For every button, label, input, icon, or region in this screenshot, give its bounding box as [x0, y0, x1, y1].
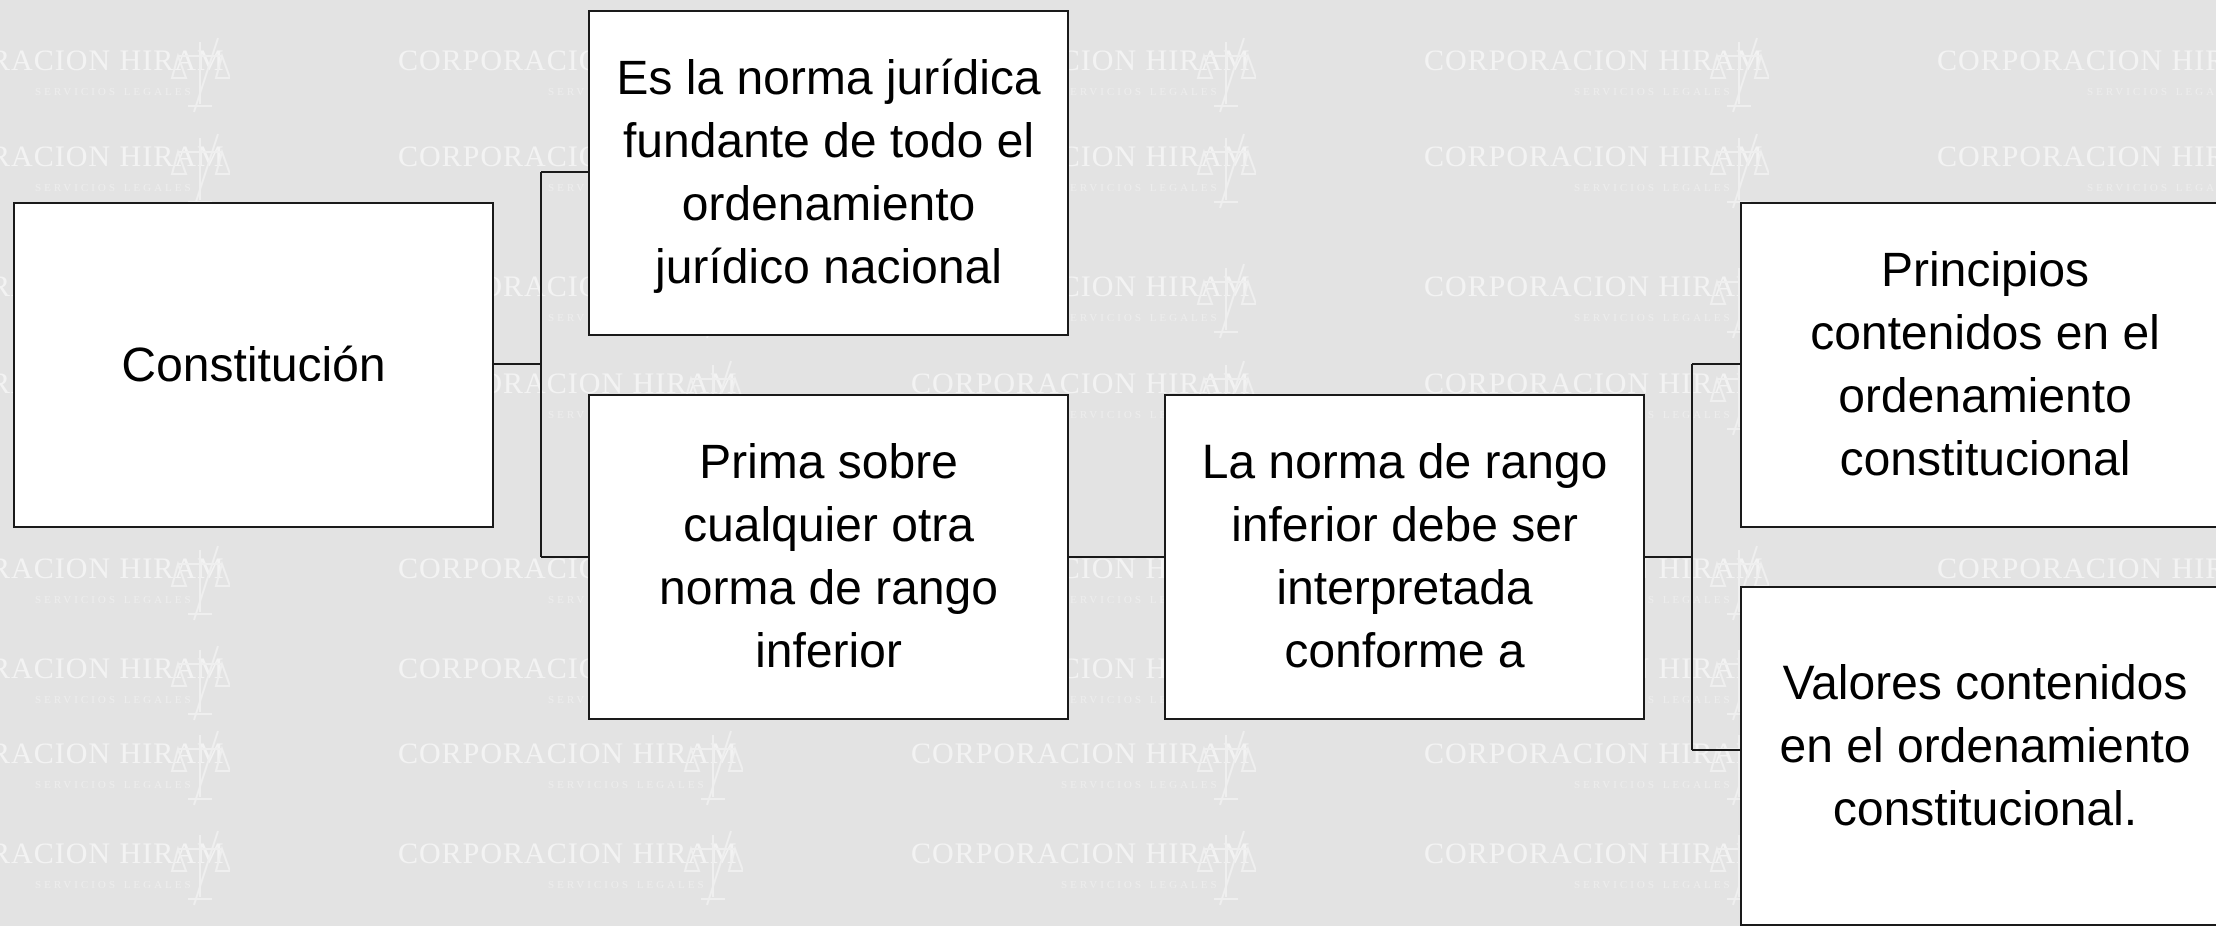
watermark-text: CORPORACION HIRAM — [911, 737, 1251, 770]
watermark-text: CORPORACION HIRAM — [0, 737, 225, 770]
watermark-text: CORPORACION HIRAM — [1937, 44, 2216, 77]
watermark-subtext: SERVICIOS LEGALES — [1061, 879, 1220, 891]
scales-of-justice-icon — [170, 642, 232, 727]
watermark-text: CORPORACION HIRAM — [0, 837, 225, 870]
watermark-tile: CORPORACION HIRAM SERVICIOS LEGALES — [1424, 263, 1784, 339]
watermark-tile: CORPORACION HIRAM SERVICIOS LEGALES — [1937, 40, 2216, 110]
watermark-tile: CORPORACION HIRAM SERVICIOS LEGALES — [0, 645, 245, 721]
watermark-subtext: SERVICIOS LEGALES — [2087, 182, 2216, 194]
watermark-tile: CORPORACION HIRAM SERVICIOS LEGALES — [911, 830, 1271, 906]
scales-of-justice-icon — [170, 827, 232, 908]
scales-of-justice-icon — [1196, 34, 1258, 119]
watermark-text: CORPORACION HIRAM — [398, 737, 738, 770]
watermark-subtext: SERVICIOS LEGALES — [35, 182, 194, 194]
watermark-subtext: SERVICIOS LEGALES — [1574, 779, 1733, 791]
watermark-text: CORPORACION HIRAM — [1424, 140, 1764, 173]
watermark-subtext: SERVICIOS LEGALES — [1574, 86, 1733, 98]
scales-of-justice-icon — [683, 827, 745, 908]
scales-of-justice-icon — [1196, 260, 1258, 345]
watermark-text: CORPORACION HIRAM — [0, 140, 225, 173]
watermark-tile: CORPORACION HIRAM SERVICIOS LEGALES — [911, 730, 1271, 806]
watermark-subtext: SERVICIOS LEGALES — [1574, 312, 1733, 324]
box-fundante-label: Es la norma jurídica fundante de todo el… — [616, 52, 1041, 294]
scales-of-justice-icon — [1196, 130, 1258, 215]
watermark-subtext: SERVICIOS LEGALES — [548, 779, 707, 791]
watermark-text: CORPORACION HIRAM — [398, 837, 738, 870]
box-constitucion: Constitución — [13, 202, 494, 528]
watermark-text: CORPORACION HIRAM — [1424, 270, 1764, 303]
watermark-tile: CORPORACION HIRAM SERVICIOS LEGALES — [398, 730, 758, 806]
scales-of-justice-icon — [170, 542, 232, 627]
watermark-subtext: SERVICIOS LEGALES — [35, 879, 194, 891]
box-valores-label: Valores contenidos en el ordenamiento co… — [1779, 657, 2191, 836]
box-interpretada: La norma de rango inferior debe ser inte… — [1164, 394, 1645, 720]
watermark-tile: CORPORACION HIRAM SERVICIOS LEGALES — [1424, 37, 1784, 113]
watermark-subtext: SERVICIOS LEGALES — [1061, 312, 1220, 324]
watermark-text: CORPORACION HIRAM — [911, 837, 1251, 870]
scales-of-justice-icon — [1196, 727, 1258, 812]
box-principios: Principios contenidos en el ordenamiento… — [1740, 202, 2216, 528]
watermark-subtext: SERVICIOS LEGALES — [35, 594, 194, 606]
box-valores: Valores contenidos en el ordenamiento co… — [1740, 586, 2216, 926]
box-prima: Prima sobre cualquier otra norma de rang… — [588, 394, 1069, 720]
watermark-tile: CORPORACION HIRAM SERVICIOS LEGALES — [0, 37, 245, 113]
watermark-subtext: SERVICIOS LEGALES — [1574, 879, 1733, 891]
box-principios-label: Principios contenidos en el ordenamiento… — [1810, 244, 2160, 486]
watermark-text: CORPORACION HIRAM — [0, 552, 225, 585]
watermark-text: CORPORACION HIRAM — [1424, 737, 1764, 770]
watermark-tile: CORPORACION HIRAM SERVICIOS LEGALES — [1937, 136, 2216, 206]
box-constitucion-label: Constitución — [121, 338, 386, 392]
watermark-tile: CORPORACION HIRAM SERVICIOS LEGALES — [398, 830, 758, 906]
watermark-subtext: SERVICIOS LEGALES — [2087, 86, 2216, 98]
watermark-text: CORPORACION HIRAM — [1424, 44, 1764, 77]
watermark-tile: CORPORACION HIRAM SERVICIOS LEGALES — [0, 830, 245, 906]
watermark-text: CORPORACION HIRAM — [1937, 140, 2216, 173]
watermark-subtext: SERVICIOS LEGALES — [35, 86, 194, 98]
box-fundante: Es la norma jurídica fundante de todo el… — [588, 10, 1069, 336]
watermark-subtext: SERVICIOS LEGALES — [1574, 182, 1733, 194]
watermark-text: CORPORACION HIRAM — [1424, 837, 1764, 870]
watermark-subtext: SERVICIOS LEGALES — [35, 779, 194, 791]
scales-of-justice-icon — [1196, 827, 1258, 908]
watermark-text: CORPORACION HIRAM — [0, 652, 225, 685]
scales-of-justice-icon — [683, 727, 745, 812]
watermark-subtext: SERVICIOS LEGALES — [1061, 182, 1220, 194]
watermark-tile: CORPORACION HIRAM SERVICIOS LEGALES — [0, 730, 245, 806]
watermark-tile: CORPORACION HIRAM SERVICIOS LEGALES — [0, 545, 245, 621]
scales-of-justice-icon — [170, 34, 232, 119]
watermark-text: CORPORACION HIRAM — [0, 44, 225, 77]
scales-of-justice-icon — [170, 727, 232, 812]
watermark-subtext: SERVICIOS LEGALES — [1061, 86, 1220, 98]
watermark-subtext: SERVICIOS LEGALES — [548, 879, 707, 891]
watermark-subtext: SERVICIOS LEGALES — [1061, 779, 1220, 791]
watermark-tile: CORPORACION HIRAM SERVICIOS LEGALES — [0, 133, 245, 209]
box-interpretada-label: La norma de rango inferior debe ser inte… — [1201, 436, 1608, 678]
box-prima-label: Prima sobre cualquier otra norma de rang… — [659, 436, 998, 678]
watermark-text: CORPORACION HIRAM — [1937, 552, 2216, 585]
watermark-subtext: SERVICIOS LEGALES — [35, 694, 194, 706]
watermark-tile: CORPORACION HIRAM SERVICIOS LEGALES — [1424, 133, 1784, 209]
scales-of-justice-icon — [1709, 34, 1771, 119]
